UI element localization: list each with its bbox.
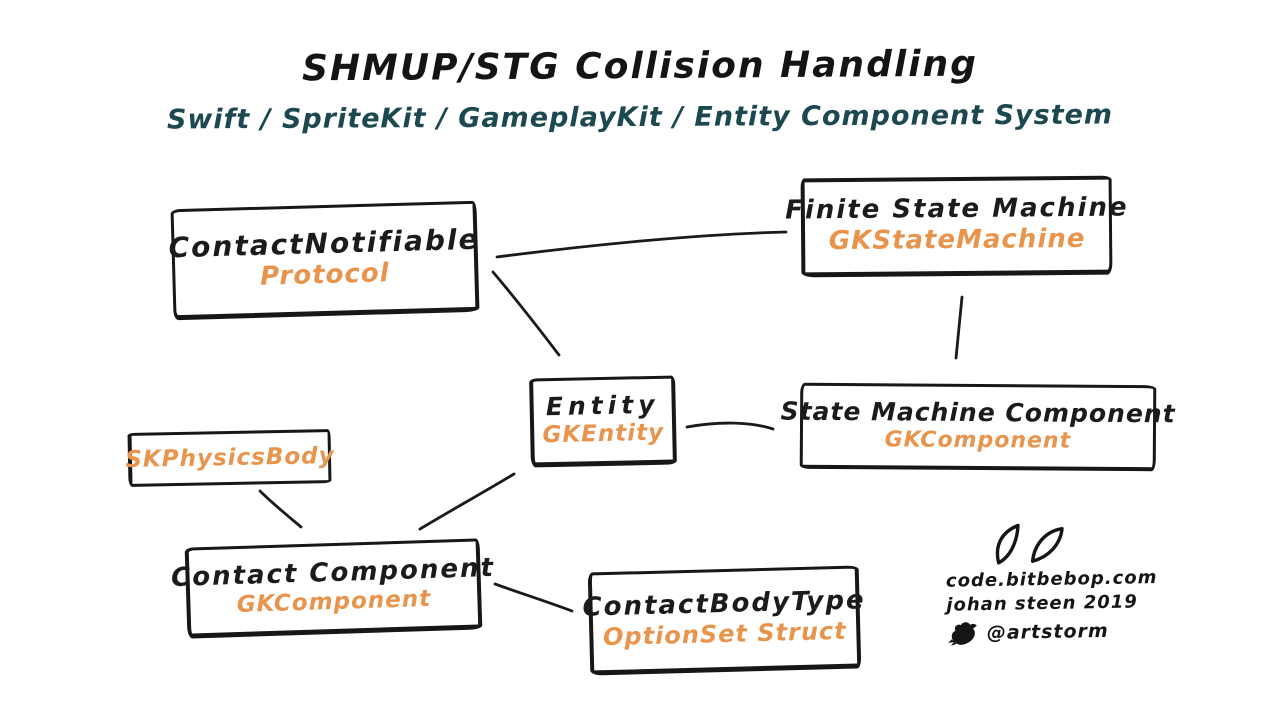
signature-site: code.bitbebop.com: [945, 567, 1158, 592]
signature-handle: @artstorm: [986, 619, 1109, 644]
signature-block: code.bitbebop.com johan steen 2019 @arts…: [945, 520, 1158, 647]
node-contact-notifiable: ContactNotifiable Protocol: [168, 200, 480, 321]
node-subtitle: GKStateMachine: [828, 224, 1086, 257]
connector-contactnotifiable-fsm: [495, 230, 788, 259]
node-contact-body-type: ContactBodyType OptionSet Struct: [582, 565, 866, 676]
node-title: State Machine Component: [780, 396, 1176, 429]
connector-skphysicsbody-contactcomponent: [258, 489, 303, 529]
signature-author: johan steen 2019: [946, 591, 1139, 617]
connector-entity-contactcomponent: [418, 472, 516, 531]
node-sk-physics-body: SKPhysicsBody: [125, 429, 335, 487]
node-title: Finite State Machine: [785, 192, 1129, 226]
node-subtitle: GKEntity: [542, 419, 665, 449]
connector-contactcomponent-contactbodytype: [493, 582, 574, 613]
node-subtitle: OptionSet Struct: [602, 616, 847, 652]
node-title: ContactNotifiable: [168, 222, 480, 265]
node-contact-component: Contact Component GKComponent: [171, 538, 495, 639]
bitbebop-logo-icon: [995, 523, 1064, 565]
node-subtitle: GKComponent: [236, 585, 432, 618]
connector-entity-statemachinecomponent: [685, 421, 775, 431]
node-entity: Entity GKEntity: [529, 375, 677, 468]
connector-fsm-statemachinecomponent: [954, 295, 964, 360]
connector-contactnotifiable-entity: [491, 270, 561, 357]
node-state-machine-component: State Machine Component GKComponent: [781, 382, 1176, 472]
node-subtitle: Protocol: [259, 258, 391, 292]
node-title: SKPhysicsBody: [125, 442, 335, 473]
twitter-bird-icon: [948, 621, 977, 646]
node-subtitle: GKComponent: [884, 427, 1072, 454]
node-finite-state-machine: Finite State Machine GKStateMachine: [785, 175, 1129, 278]
node-title: Entity: [545, 390, 660, 422]
